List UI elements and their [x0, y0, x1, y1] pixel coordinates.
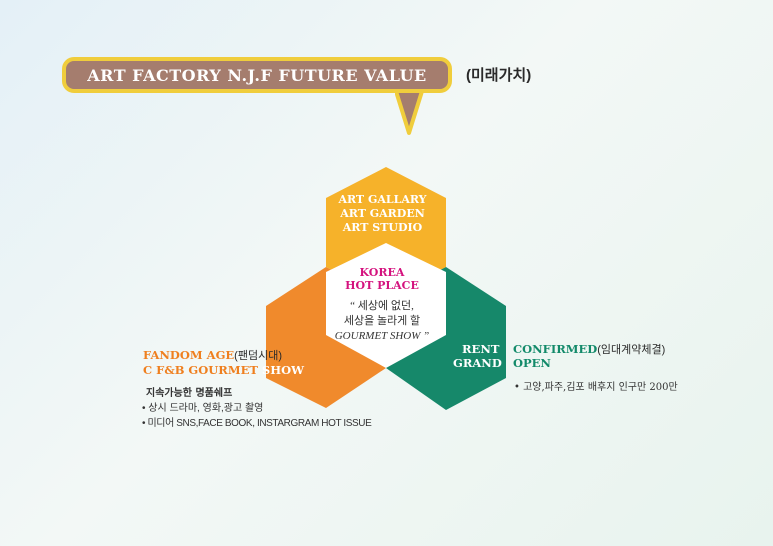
left-bullets-head: 지속가능한 명품쉐프 [146, 388, 233, 399]
rent-label: RENT [462, 342, 500, 356]
left-label-line2: C F&B GOURMET SHOW [143, 363, 304, 378]
fandom-age-sub: (팬덤시대) [234, 350, 282, 362]
center-hexagon [326, 243, 446, 368]
top-hex-line: ART STUDIO [342, 221, 423, 234]
grand-label: GRAND [453, 356, 502, 370]
confirmed-sub: (임대계약체결) [597, 344, 666, 356]
center-heading: KOREA HOT PLACE [322, 266, 442, 292]
open-label: OPEN [513, 356, 551, 370]
center-quote: “ 세상에 없던, 세상을 놀라게 할 GOURMET SHOW ” [322, 299, 442, 344]
center-quote-line: GOURMET SHOW ” [334, 330, 430, 342]
confirmed-label-line: CONFIRMED(임대계약체결) [513, 342, 665, 358]
left-bullet: • 미디어 SNS,FACE BOOK, INSTARGRAM HOT ISSU… [142, 418, 372, 429]
gourmet-label: C F&B GOURMET [143, 363, 258, 377]
speech-pointer [395, 88, 425, 135]
top-hex-labels: ART GALLARY ART GARDEN ART STUDIO [300, 193, 465, 235]
top-hex-line: ART GALLARY [338, 193, 427, 206]
center-heading-line: HOT PLACE [345, 279, 419, 292]
page-title: ART FACTORY N.J.F FUTURE VALUE [87, 65, 427, 85]
center-quote-line: “ 세상에 없던, [350, 300, 414, 312]
left-label-line1: FANDOM AGE(팬덤시대) [143, 348, 282, 364]
top-hex-line: ART GARDEN [340, 207, 425, 220]
show-label: SHOW [261, 363, 305, 377]
center-quote-line: 세상을 놀라게 할 [343, 315, 421, 327]
left-bullet: • 상시 드라마, 영화,광고 촬영 [142, 403, 264, 414]
fandom-age-label: FANDOM AGE [143, 348, 235, 362]
page-subtitle: (미래가치) [466, 67, 532, 84]
right-bullet: • 고양,파주,김포 배후지 인구만 200만 [514, 382, 678, 393]
confirmed-label: CONFIRMED [513, 342, 598, 356]
center-heading-line: KOREA [359, 266, 405, 279]
title-banner: ART FACTORY N.J.F FUTURE VALUE [62, 57, 452, 93]
